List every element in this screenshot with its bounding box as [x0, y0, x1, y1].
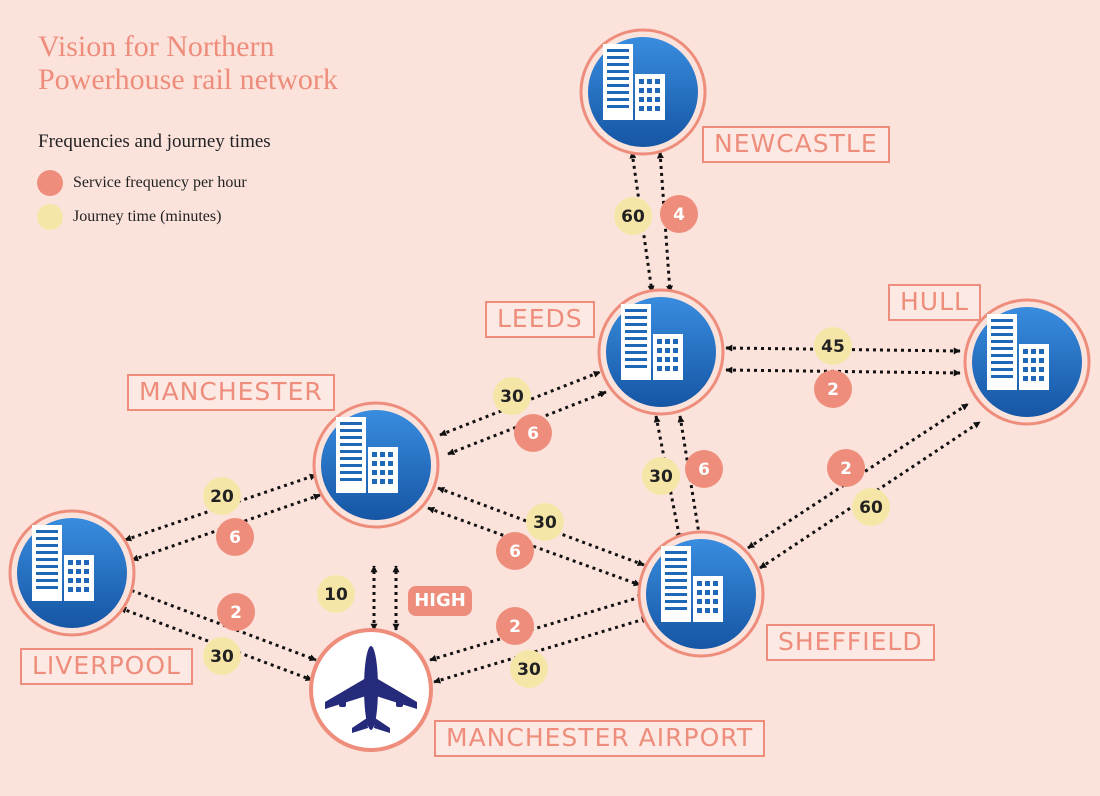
route-leeds-hull-b — [725, 366, 961, 377]
airplane-icon — [325, 646, 417, 733]
frequency-badge: 2 — [827, 449, 865, 487]
city-node-liverpool — [8, 509, 136, 637]
svg-text:60: 60 — [621, 207, 645, 227]
svg-text:30: 30 — [210, 647, 234, 667]
legend-frequency-label: Service frequency per hour — [73, 174, 247, 191]
frequency-badge: 4 — [660, 195, 698, 233]
svg-text:6: 6 — [229, 528, 241, 548]
frequency-badge: 2 — [496, 607, 534, 645]
svg-text:2: 2 — [230, 603, 242, 623]
label-liverpool: LIVERPOOL — [20, 648, 193, 685]
frequency-badge: 6 — [496, 532, 534, 570]
frequency-dot-icon — [37, 170, 63, 196]
city-node-hull — [963, 298, 1091, 426]
svg-text:6: 6 — [527, 424, 539, 444]
svg-text:6: 6 — [509, 542, 521, 562]
svg-text:10: 10 — [324, 585, 348, 605]
journey-badge: 10 — [317, 575, 355, 613]
title-line-1: Vision for Northern — [38, 30, 275, 63]
svg-text:30: 30 — [533, 513, 557, 533]
svg-text:2: 2 — [840, 459, 852, 479]
route-sheffield-hull-b — [759, 420, 981, 570]
svg-text:30: 30 — [649, 467, 673, 487]
svg-text:60: 60 — [859, 498, 883, 518]
svg-text:30: 30 — [517, 660, 541, 680]
journey-badge: 30 — [493, 377, 531, 415]
legend-journey-label: Journey time (minutes) — [73, 208, 222, 225]
svg-text:2: 2 — [827, 380, 839, 400]
frequency-badge: 6 — [685, 450, 723, 488]
svg-text:20: 20 — [210, 487, 234, 507]
svg-text:45: 45 — [821, 337, 845, 357]
journey-badge: 60 — [614, 197, 652, 235]
label-newcastle: NEWCASTLE — [702, 126, 890, 163]
label-leeds: LEEDS — [485, 301, 595, 338]
city-node-manchester — [312, 401, 440, 529]
frequency-badge: 6 — [514, 414, 552, 452]
label-manchester: MANCHESTER — [127, 374, 335, 411]
label-manchester-airport: MANCHESTER AIRPORT — [434, 720, 766, 757]
journey-badge: 30 — [203, 637, 241, 675]
journey-badge: 45 — [814, 327, 852, 365]
airport-node — [309, 628, 433, 752]
journey-badge: 30 — [642, 457, 680, 495]
journey-badge: 60 — [852, 488, 890, 526]
svg-text:2: 2 — [509, 617, 521, 637]
frequency-badge: 2 — [814, 370, 852, 408]
high-badge: HIGH — [408, 586, 472, 616]
svg-text:4: 4 — [673, 205, 685, 225]
legend-frequency: Service frequency per hour — [37, 170, 247, 196]
journey-badge: 30 — [526, 503, 564, 541]
journey-badge: 20 — [203, 477, 241, 515]
label-hull: HULL — [888, 284, 981, 321]
city-node-leeds — [597, 288, 725, 416]
legend-journey: Journey time (minutes) — [37, 204, 221, 230]
city-node-newcastle — [579, 28, 707, 156]
svg-text:30: 30 — [500, 387, 524, 407]
city-node-sheffield — [637, 530, 765, 658]
title-line-2: Powerhouse rail network — [38, 63, 338, 96]
route-manchester-sheffield-b — [427, 506, 641, 587]
label-sheffield: SHEFFIELD — [766, 624, 935, 661]
page-title: Vision for Northern Powerhouse rail netw… — [38, 30, 338, 96]
legend-heading: Frequencies and journey times — [38, 131, 271, 152]
journey-badge: 30 — [510, 650, 548, 688]
route-airport-sheffield-b — [433, 616, 649, 684]
frequency-badge: 6 — [216, 518, 254, 556]
journey-dot-icon — [37, 204, 63, 230]
frequency-badge: 2 — [217, 593, 255, 631]
svg-text:6: 6 — [698, 460, 710, 480]
route-liverpool-airport-b — [119, 606, 313, 682]
